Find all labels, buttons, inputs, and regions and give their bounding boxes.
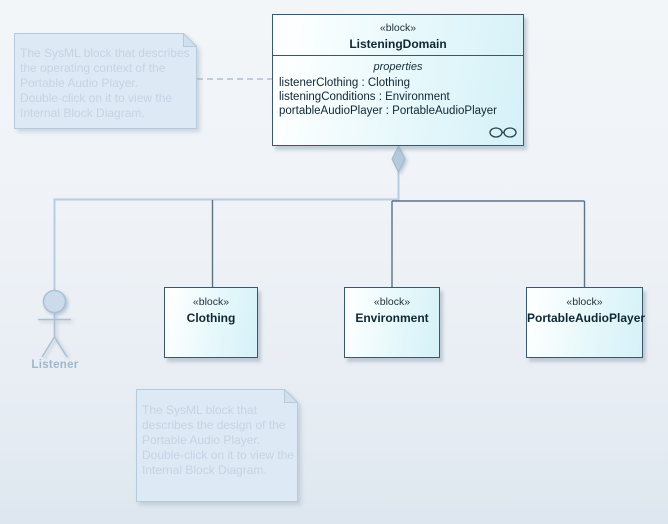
block-clothing[interactable]: «block» Clothing: [164, 287, 258, 358]
block-stereotype: «block»: [379, 22, 417, 34]
composition-tree-link[interactable]: [211, 200, 586, 287]
note-line: The SysML block that describes: [20, 46, 190, 60]
note-line: Portable Audio Player.: [20, 76, 139, 90]
note-shape: [136, 388, 299, 502]
note-line: describes the design of the: [142, 418, 286, 432]
actor-leg-right: [53, 336, 68, 358]
context-note[interactable]: The SysML block that describes the opera…: [14, 32, 198, 129]
property-row: listenerClothing : Clothing: [279, 77, 411, 89]
actor-association-link[interactable]: [53, 172, 400, 291]
note-line: Portable Audio Player.: [142, 433, 261, 447]
note-line: the operating context of the: [20, 61, 166, 75]
properties-compartment-label: properties: [373, 61, 423, 73]
composition-diamond[interactable]: [391, 144, 406, 174]
actor-head: [42, 289, 67, 314]
block-stereotype: «block»: [192, 296, 230, 308]
note-dogear: [183, 32, 198, 47]
block-listening-domain[interactable]: «block» ListeningDomain properties liste…: [272, 14, 524, 146]
actor-listener-figure[interactable]: [38, 289, 71, 358]
block-stereotype: «block»: [566, 296, 603, 308]
actor-leg-left: [41, 336, 56, 358]
note-line: Internal Block Diagram.: [20, 106, 145, 120]
design-note-text: The SysML block that describes the desig…: [142, 403, 294, 478]
block-stereotype: «block»: [373, 296, 411, 308]
block-name: ListeningDomain: [349, 37, 447, 51]
note-shape: [14, 32, 198, 129]
note-line: Internal Block Diagram.: [142, 463, 267, 477]
block-environment[interactable]: «block» Environment: [344, 287, 440, 358]
block-portable-audio-player[interactable]: «block» PortableAudioPlayer: [526, 287, 646, 358]
context-note-text: The SysML block that describes the opera…: [20, 46, 190, 121]
block-name: Clothing: [186, 311, 236, 325]
property-row: portableAudioPlayer : PortableAudioPlaye…: [279, 105, 497, 117]
note-line: Double-click on it to view the: [142, 448, 295, 462]
block-name: PortableAudioPlayer: [527, 311, 646, 325]
note-line: Double-click on it to view the: [20, 91, 173, 105]
note-dogear: [284, 388, 299, 403]
composite-diagram-icon: [489, 127, 517, 138]
note-line: The SysML block that: [142, 403, 257, 417]
block-name: Environment: [355, 311, 429, 325]
actor-listener-label[interactable]: Listener: [31, 359, 79, 371]
design-note[interactable]: The SysML block that describes the desig…: [136, 388, 299, 502]
property-row: listeningConditions : Environment: [279, 91, 450, 103]
block-title-compartment: «block» ListeningDomain: [273, 15, 523, 56]
block-properties-compartment: properties listenerClothing : Clothing l…: [273, 56, 523, 118]
